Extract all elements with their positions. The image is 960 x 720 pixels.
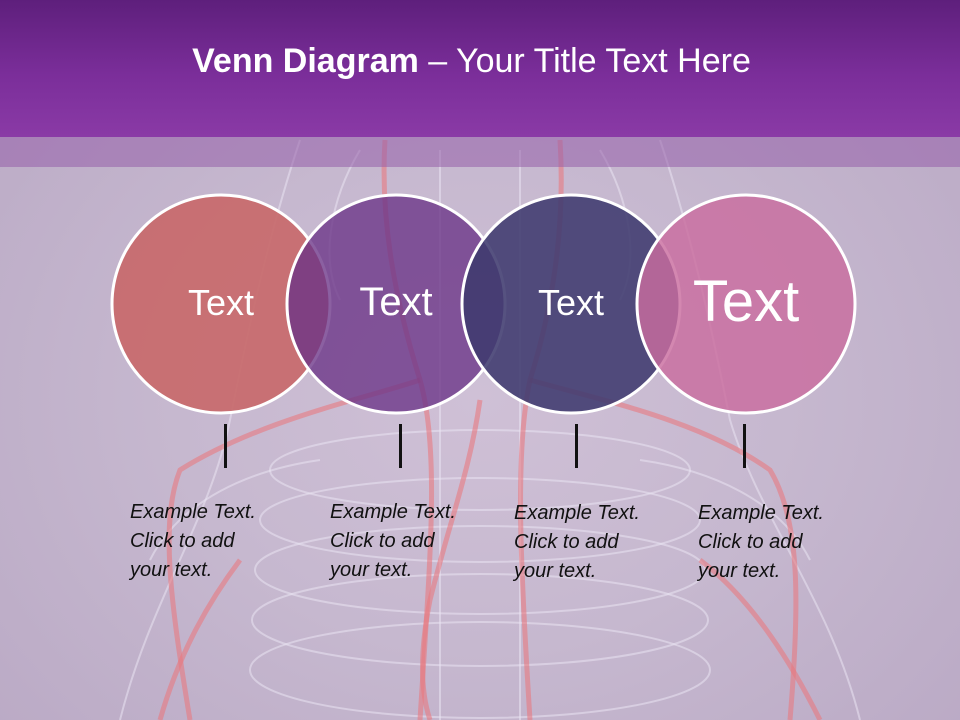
slide-title: Venn Diagram – Your Title Text Here [0,42,943,81]
caption-1[interactable]: Example Text. Click to add your text. [130,501,256,581]
caption-3[interactable]: Example Text. Click to add your text. [514,502,640,582]
title-accent-band [0,137,960,167]
caption-4[interactable]: Example Text. Click to add your text. [698,502,824,582]
venn-label-4[interactable]: Text [692,269,800,334]
caption-2[interactable]: Example Text. Click to add your text. [330,501,456,581]
connector-line-1 [224,424,227,468]
connector-line-2 [399,424,402,468]
connector-line-4 [743,424,746,468]
title-bar [0,0,960,137]
slide-title-bold: Venn Diagram [192,42,419,80]
venn-circle-4[interactable] [635,193,857,415]
venn-label-1[interactable]: Text [187,282,255,323]
slide-title-rest: – Your Title Text Here [418,42,751,80]
connector-line-3 [575,424,578,468]
venn-label-3[interactable]: Text [537,282,605,323]
venn-label-2[interactable]: Text [359,280,433,324]
